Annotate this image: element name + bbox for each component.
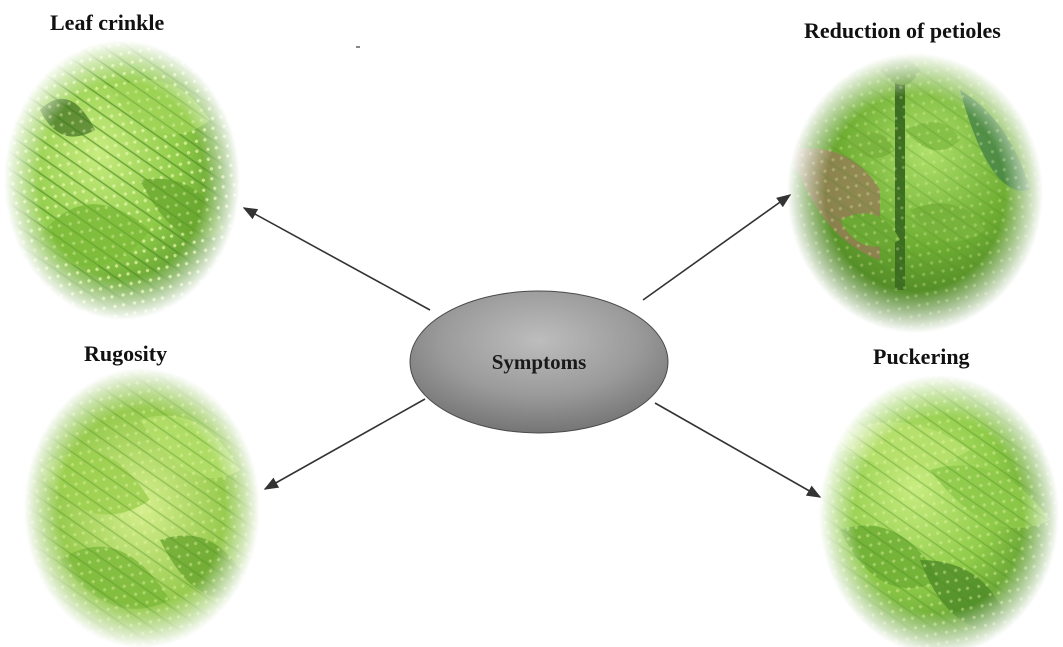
label-leaf-crinkle: Leaf crinkle [50,12,164,34]
center-label: Symptoms [410,291,668,433]
speck [356,46,360,48]
arrow-to-reduction-of-petioles [643,195,790,300]
puckering-image [819,375,1059,647]
label-puckering: Puckering [873,346,970,368]
leaf-crinkle-image [4,40,240,320]
arrow-to-leaf-crinkle [244,208,430,310]
label-rugosity: Rugosity [84,343,167,365]
arrow-to-rugosity [265,399,425,489]
rugosity-image [24,368,260,647]
label-reduction-of-petioles: Reduction of petioles [804,20,1001,42]
reduction-of-petioles-image [787,53,1043,333]
arrow-to-puckering [655,403,820,497]
